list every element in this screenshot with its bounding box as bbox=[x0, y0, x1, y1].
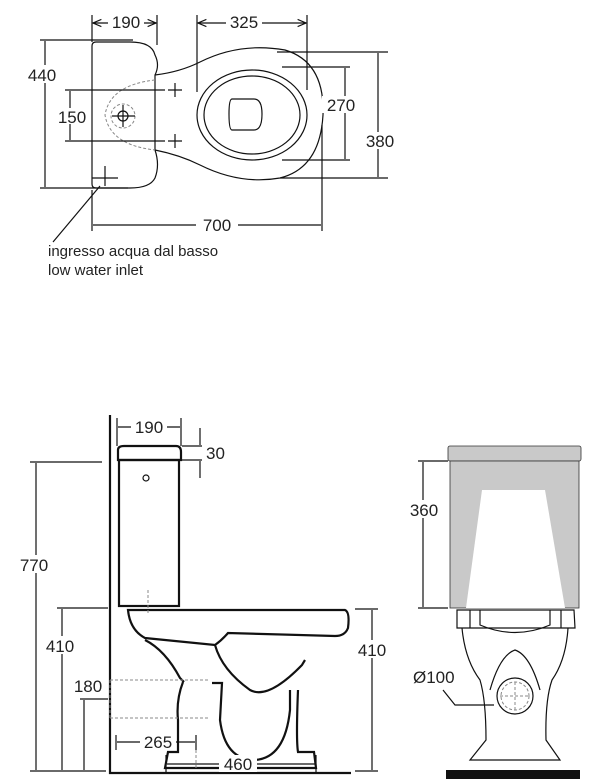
bowl-rim bbox=[126, 608, 350, 647]
tank-lid bbox=[116, 444, 183, 462]
dim-410-left: 410 bbox=[46, 637, 74, 656]
tank-highlight bbox=[466, 490, 565, 608]
dim-line-410-left bbox=[57, 607, 108, 770]
seat-front bbox=[479, 610, 551, 634]
low-inlet-mark bbox=[92, 166, 118, 186]
dim-325: 325 bbox=[230, 13, 258, 32]
note-italian: ingresso acqua dal basso bbox=[48, 243, 218, 260]
wall-and-floor bbox=[108, 415, 351, 775]
bowl-front-curve bbox=[144, 639, 185, 683]
dim-line-180 bbox=[80, 698, 108, 770]
dim-180: 180 bbox=[74, 677, 102, 696]
leader-line bbox=[52, 185, 101, 243]
outlet-circle bbox=[496, 677, 534, 715]
outlet-crosshair bbox=[500, 682, 530, 710]
dim-460: 460 bbox=[224, 755, 252, 774]
inlet-crosshair bbox=[112, 105, 135, 127]
bowl-inner-curve bbox=[213, 644, 306, 694]
floor-front bbox=[446, 770, 580, 779]
dim-line-270 bbox=[282, 66, 350, 161]
dim-30: 30 bbox=[206, 444, 225, 463]
dim-265: 265 bbox=[144, 733, 172, 752]
hidden-lines-side bbox=[109, 590, 210, 770]
dim-360: 360 bbox=[410, 501, 438, 520]
note-english: low water inlet bbox=[48, 262, 144, 279]
seat-outline bbox=[196, 69, 308, 161]
outlet-leader bbox=[442, 689, 494, 706]
dim-270: 270 bbox=[327, 96, 355, 115]
dim-line-360 bbox=[418, 460, 448, 609]
dim-line-770 bbox=[30, 461, 106, 772]
bowl-outline-top bbox=[154, 47, 324, 181]
dim-700: 700 bbox=[203, 216, 231, 235]
tank-body bbox=[117, 458, 181, 608]
trap-channel bbox=[212, 681, 292, 762]
dim-150: 150 bbox=[58, 108, 86, 127]
dim-440: 440 bbox=[28, 66, 56, 85]
bowl-rim-front bbox=[456, 609, 576, 629]
dim-diameter-100: Ø100 bbox=[413, 668, 455, 687]
dim-line-30 bbox=[182, 428, 202, 478]
dim-190-top: 190 bbox=[112, 13, 140, 32]
bowl-opening-top bbox=[228, 98, 263, 131]
dim-410-right: 410 bbox=[358, 641, 386, 660]
bowl-body bbox=[163, 681, 318, 770]
pedestal-arch bbox=[489, 649, 541, 691]
flush-button bbox=[142, 474, 150, 482]
dim-380: 380 bbox=[366, 132, 394, 151]
top-view: 190 325 440 150 270 380 700 ingresso acq… bbox=[22, 12, 400, 279]
tank-hidden-outline bbox=[104, 79, 156, 151]
fixing-points bbox=[168, 83, 182, 148]
dim-line-380 bbox=[277, 51, 388, 179]
seat-inner bbox=[203, 75, 301, 155]
dim-line-410-right bbox=[355, 608, 378, 772]
front-view: 360 Ø100 bbox=[403, 445, 582, 779]
tank-lid-front bbox=[447, 445, 582, 462]
dim-770: 770 bbox=[20, 556, 48, 575]
dim-190-side: 190 bbox=[135, 418, 163, 437]
side-view: 190 30 770 410 180 410 265 460 bbox=[14, 415, 392, 775]
tank-outline-top bbox=[91, 41, 159, 189]
pedestal-front bbox=[461, 627, 569, 761]
